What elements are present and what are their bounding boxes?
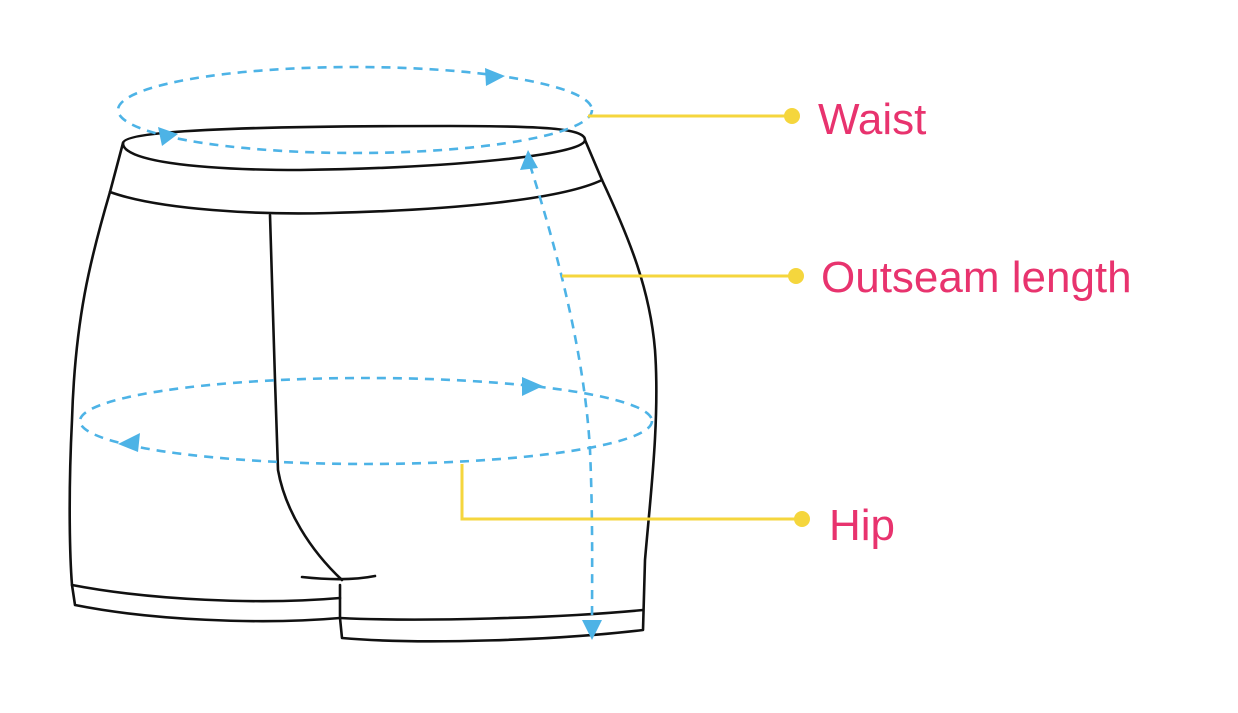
outseam-measure — [520, 150, 602, 640]
waist-arrow-icon — [158, 127, 178, 146]
crotch-line — [300, 574, 377, 581]
outseam-arrow-icon — [582, 620, 602, 640]
outseam-callout: Outseam length — [562, 253, 1132, 302]
outseam-dashed-line — [528, 164, 594, 626]
hip-leader-line — [460, 464, 800, 521]
hip-callout: Hip — [460, 464, 895, 550]
waist-label: Waist — [818, 95, 926, 144]
hip-leader-dot — [794, 511, 810, 527]
hip-measure — [78, 376, 654, 466]
hip-arrow-icon — [522, 377, 543, 396]
hip-dashed-ellipse — [78, 376, 654, 466]
waist-leader-dot — [784, 108, 800, 124]
waist-dashed-ellipse — [116, 65, 594, 155]
hip-arrow-icon — [118, 433, 140, 452]
outseam-leader-dot — [788, 268, 804, 284]
hip-label: Hip — [829, 501, 895, 550]
waist-arrow-icon — [485, 68, 505, 86]
waistband-top — [121, 124, 587, 172]
left-hem — [70, 583, 342, 603]
waistband-bottom — [108, 138, 604, 215]
outseam-arrow-icon — [520, 150, 538, 170]
shorts-illustration — [68, 124, 658, 643]
outseam-label: Outseam length — [821, 253, 1132, 302]
right-hem — [338, 608, 645, 621]
right-leg-outline — [338, 178, 658, 643]
waist-measure — [116, 65, 594, 155]
center-seam — [268, 213, 344, 582]
waist-callout: Waist — [588, 95, 926, 144]
left-leg-outline — [68, 190, 342, 623]
